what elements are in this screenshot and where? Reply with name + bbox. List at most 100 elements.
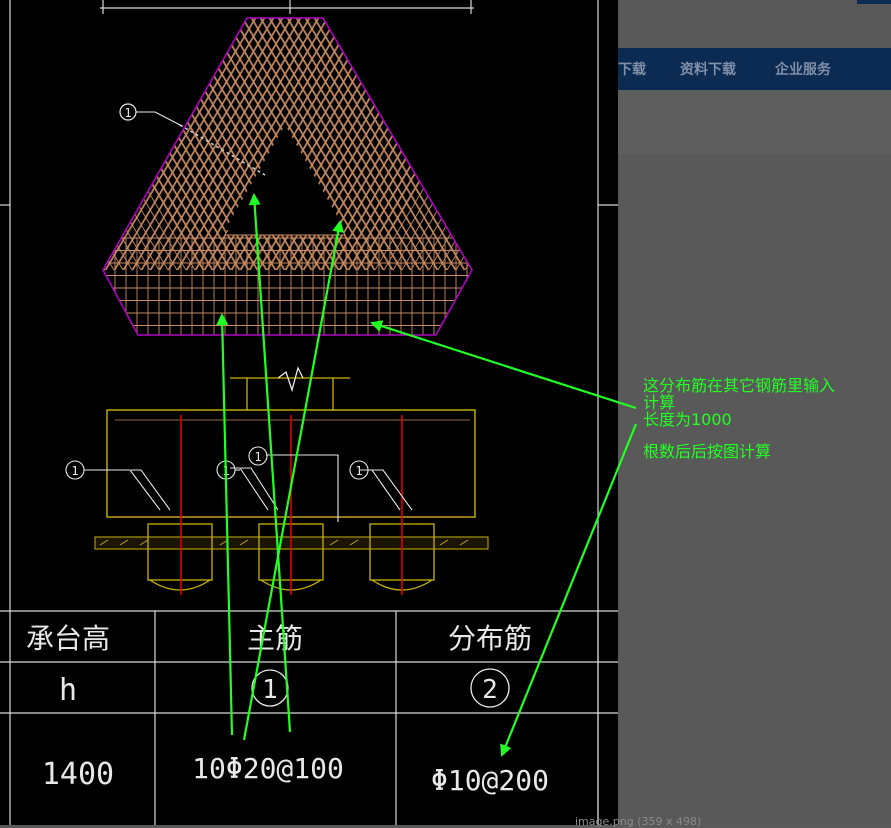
mesh-line — [268, 18, 420, 271]
mesh-line — [439, 18, 472, 271]
mesh-line — [422, 18, 472, 271]
mesh-line — [158, 18, 310, 271]
mesh-line — [404, 18, 472, 271]
mesh-line — [103, 18, 157, 271]
mesh-line — [0, 18, 31, 270]
cad-drawing-svg: 1 — [0, 0, 618, 825]
mesh-line — [474, 18, 618, 270]
mesh-line — [103, 18, 149, 271]
mesh-line — [548, 18, 618, 270]
mesh-line — [386, 18, 472, 271]
mesh-line — [464, 18, 472, 271]
callout-1-mid: 1 — [222, 464, 229, 478]
mesh-line — [104, 18, 256, 271]
mesh-line — [0, 18, 4, 270]
mesh-line — [575, 18, 618, 270]
mesh-line — [521, 18, 618, 270]
mesh-line — [350, 18, 472, 271]
mesh-line — [413, 18, 472, 271]
mesh-line — [0, 18, 13, 270]
table-symbol-2: 2 — [482, 675, 498, 705]
mesh-line — [313, 18, 465, 271]
mesh-line — [403, 18, 472, 271]
mesh-line — [0, 18, 49, 270]
table-symbol-h: h — [59, 673, 77, 708]
mesh-line — [103, 18, 115, 271]
mesh-line — [385, 18, 472, 271]
cad-drawing-image: 1 — [0, 0, 618, 825]
mesh-line — [176, 18, 328, 271]
mesh-line — [103, 18, 130, 271]
table-symbol-1: 1 — [262, 675, 278, 705]
mesh-line — [103, 18, 193, 271]
mesh-line — [428, 18, 472, 271]
mesh-line — [140, 18, 292, 271]
mesh-line — [296, 18, 448, 271]
mesh-line — [232, 18, 384, 271]
mesh-line — [103, 18, 175, 271]
mesh-line — [103, 18, 229, 271]
callout-1-upper: 1 — [254, 450, 261, 464]
mesh-line — [383, 18, 472, 271]
mesh-line — [530, 18, 618, 270]
mesh-line — [341, 18, 472, 271]
mesh-line — [457, 18, 472, 271]
mesh-line — [584, 18, 618, 270]
annotation-line-2: 计算 — [643, 393, 676, 412]
callout-1-left: 1 — [71, 464, 78, 478]
mesh-line — [103, 18, 104, 271]
mesh-line — [0, 18, 22, 270]
mesh-line — [446, 18, 472, 271]
mesh-line — [241, 18, 393, 271]
image-size-caption: image.png (359 x 498) — [575, 815, 702, 828]
mesh-line — [194, 18, 346, 271]
mesh-line — [476, 18, 618, 270]
mesh-line — [501, 18, 618, 270]
mesh-line — [0, 18, 58, 270]
mesh-line — [287, 18, 439, 271]
table-header-distribution-rebar: 分布筋 — [448, 622, 532, 655]
mesh-line — [103, 18, 247, 271]
mesh-line — [167, 18, 319, 271]
nav-item-download[interactable]: 下载 — [618, 62, 646, 78]
annotation-line-4: 根数后后按图计算 — [643, 442, 772, 461]
mesh-line — [448, 18, 472, 271]
mesh-line — [412, 18, 472, 271]
mesh-line — [224, 18, 376, 271]
mesh-line — [103, 18, 220, 271]
table-header-main-rebar: 主筋 — [247, 622, 303, 655]
mesh-line — [251, 18, 403, 271]
mesh-line — [421, 18, 472, 271]
callout-1-label: 1 — [124, 106, 131, 120]
mesh-line — [103, 18, 142, 271]
mesh-line — [103, 18, 178, 271]
mesh-line — [455, 18, 472, 271]
mesh-line — [410, 18, 472, 271]
nav-item-resources-download[interactable]: 资料下载 — [680, 62, 736, 78]
mesh-line — [185, 18, 337, 271]
nav-item-enterprise-services[interactable]: 企业服务 — [775, 62, 831, 78]
mesh-line — [492, 18, 618, 270]
foundation-section: 1 1 1 1 — [65, 409, 489, 595]
mesh-line — [401, 18, 472, 271]
mesh-line — [510, 18, 618, 270]
mesh-line — [0, 18, 78, 270]
mesh-line — [392, 18, 472, 271]
mesh-line — [269, 18, 421, 271]
mesh-line — [305, 18, 457, 271]
mesh-line — [0, 18, 94, 270]
mesh-line — [103, 18, 238, 271]
mesh-line — [593, 18, 618, 270]
mesh-line — [103, 18, 176, 271]
mesh-line — [494, 18, 618, 270]
annotation-note: 这分布筋在其它钢筋里输入 计算 长度为1000 根数后后按图计算 — [643, 377, 888, 460]
mesh-line — [242, 18, 394, 271]
mesh-line — [103, 18, 160, 271]
mesh-line — [103, 18, 202, 271]
callout-1-top: 1 — [119, 103, 183, 127]
mesh-line — [103, 18, 133, 271]
mesh-line — [277, 18, 429, 271]
table-value-cap-height: 1400 — [42, 757, 114, 792]
mesh-line — [103, 18, 194, 271]
annotation-line-1: 这分布筋在其它钢筋里输入 — [643, 376, 836, 395]
